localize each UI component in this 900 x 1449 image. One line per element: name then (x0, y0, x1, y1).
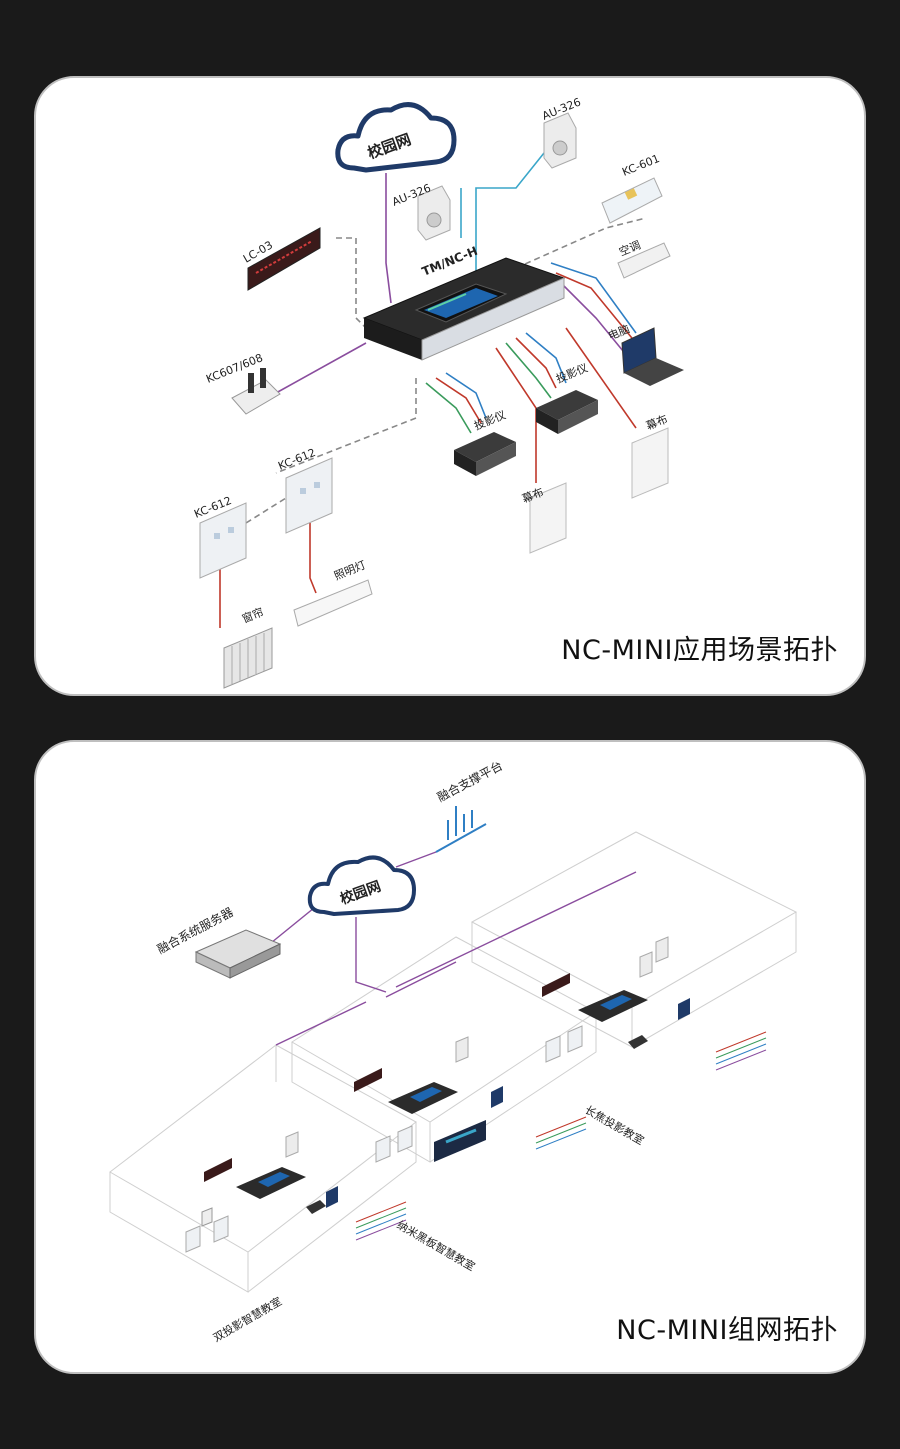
room2-label: 纳米黑板智慧教室 (395, 1217, 478, 1273)
application-topology-panel: 校园网 AU-326 AU-326 KC-601 空调 LC-03 (34, 76, 866, 696)
campus-network-cloud-icon: 校园网 (335, 102, 457, 173)
proj-b-green-line (505, 342, 552, 399)
switch-panel-icon (285, 457, 333, 534)
curtain-icon (223, 627, 273, 689)
laptop-blue-line (550, 262, 637, 334)
room-boxes (109, 831, 798, 1293)
kc612-line (275, 378, 417, 474)
kc607-label: KC607/608 (204, 351, 265, 386)
network-topology-diagram: 校园网 融合支撑平台 融合系统服务器 (109, 758, 798, 1345)
screen-b-line (565, 327, 637, 429)
sensor-icon (601, 177, 663, 224)
platform-label: 融合支撑平台 (434, 758, 505, 805)
room1-devices (185, 1131, 407, 1253)
host-to-au326-line (475, 137, 557, 303)
host-to-kc601-line (515, 217, 647, 269)
lc03-line (336, 237, 367, 329)
speaker-icon (543, 112, 577, 169)
room1-label: 双投影智慧教室 (211, 1294, 285, 1345)
campus-network-cloud-icon: 校园网 (307, 855, 416, 916)
air-conditioner-icon (617, 242, 671, 279)
light-line (309, 523, 317, 594)
led-display-icon (247, 227, 321, 291)
room3-label: 长焦投影教室 (583, 1102, 647, 1147)
projection-screen-icon (529, 482, 567, 554)
room2-devices (354, 1036, 587, 1163)
laptop-icon (621, 327, 684, 386)
speaker-icon (417, 185, 451, 241)
platform-chart-icon (435, 806, 487, 853)
projector-label-a: 投影仪 (472, 407, 508, 432)
proj-a-blue-line (445, 372, 487, 419)
platform-line (395, 851, 437, 868)
room1-uplink-line (275, 1001, 367, 1046)
cloud-to-rooms-line (355, 917, 387, 993)
network-topology-panel: 校园网 融合支撑平台 融合系统服务器 (34, 740, 866, 1374)
panel2-caption: NC-MINI组网拓扑 (616, 1315, 838, 1346)
kc601-label: KC-601 (620, 152, 661, 179)
cloud-to-host-line (385, 173, 392, 304)
projector-icon (536, 390, 598, 434)
host-controller-icon (362, 257, 566, 361)
panel1-caption: NC-MINI应用场景拓扑 (561, 635, 838, 666)
light-panel-icon (293, 579, 373, 627)
proj-a-red-line (435, 377, 482, 424)
room3-uplink-line (395, 871, 637, 988)
room3-devices (542, 936, 767, 1071)
proj-a-green-line (425, 382, 472, 434)
light-label: 照明灯 (332, 558, 367, 582)
application-topology-diagram: 校园网 AU-326 AU-326 KC-601 空调 LC-03 (192, 96, 684, 689)
laptop-red-line (555, 272, 637, 344)
server-icon (194, 929, 282, 979)
room2-uplink-line (385, 961, 457, 998)
curtain-label: 窗帘 (240, 605, 266, 626)
switch-panel-icon (199, 502, 247, 579)
projection-screen-icon (631, 427, 669, 499)
kc612-link-line (245, 497, 287, 524)
projector-icon (454, 432, 516, 476)
microphone-icon (231, 368, 281, 415)
proj-b-blue-line (525, 332, 567, 384)
proj-b-red-line (515, 337, 557, 389)
laptop-label: 电脑 (606, 322, 631, 342)
kc607-line (275, 342, 367, 394)
